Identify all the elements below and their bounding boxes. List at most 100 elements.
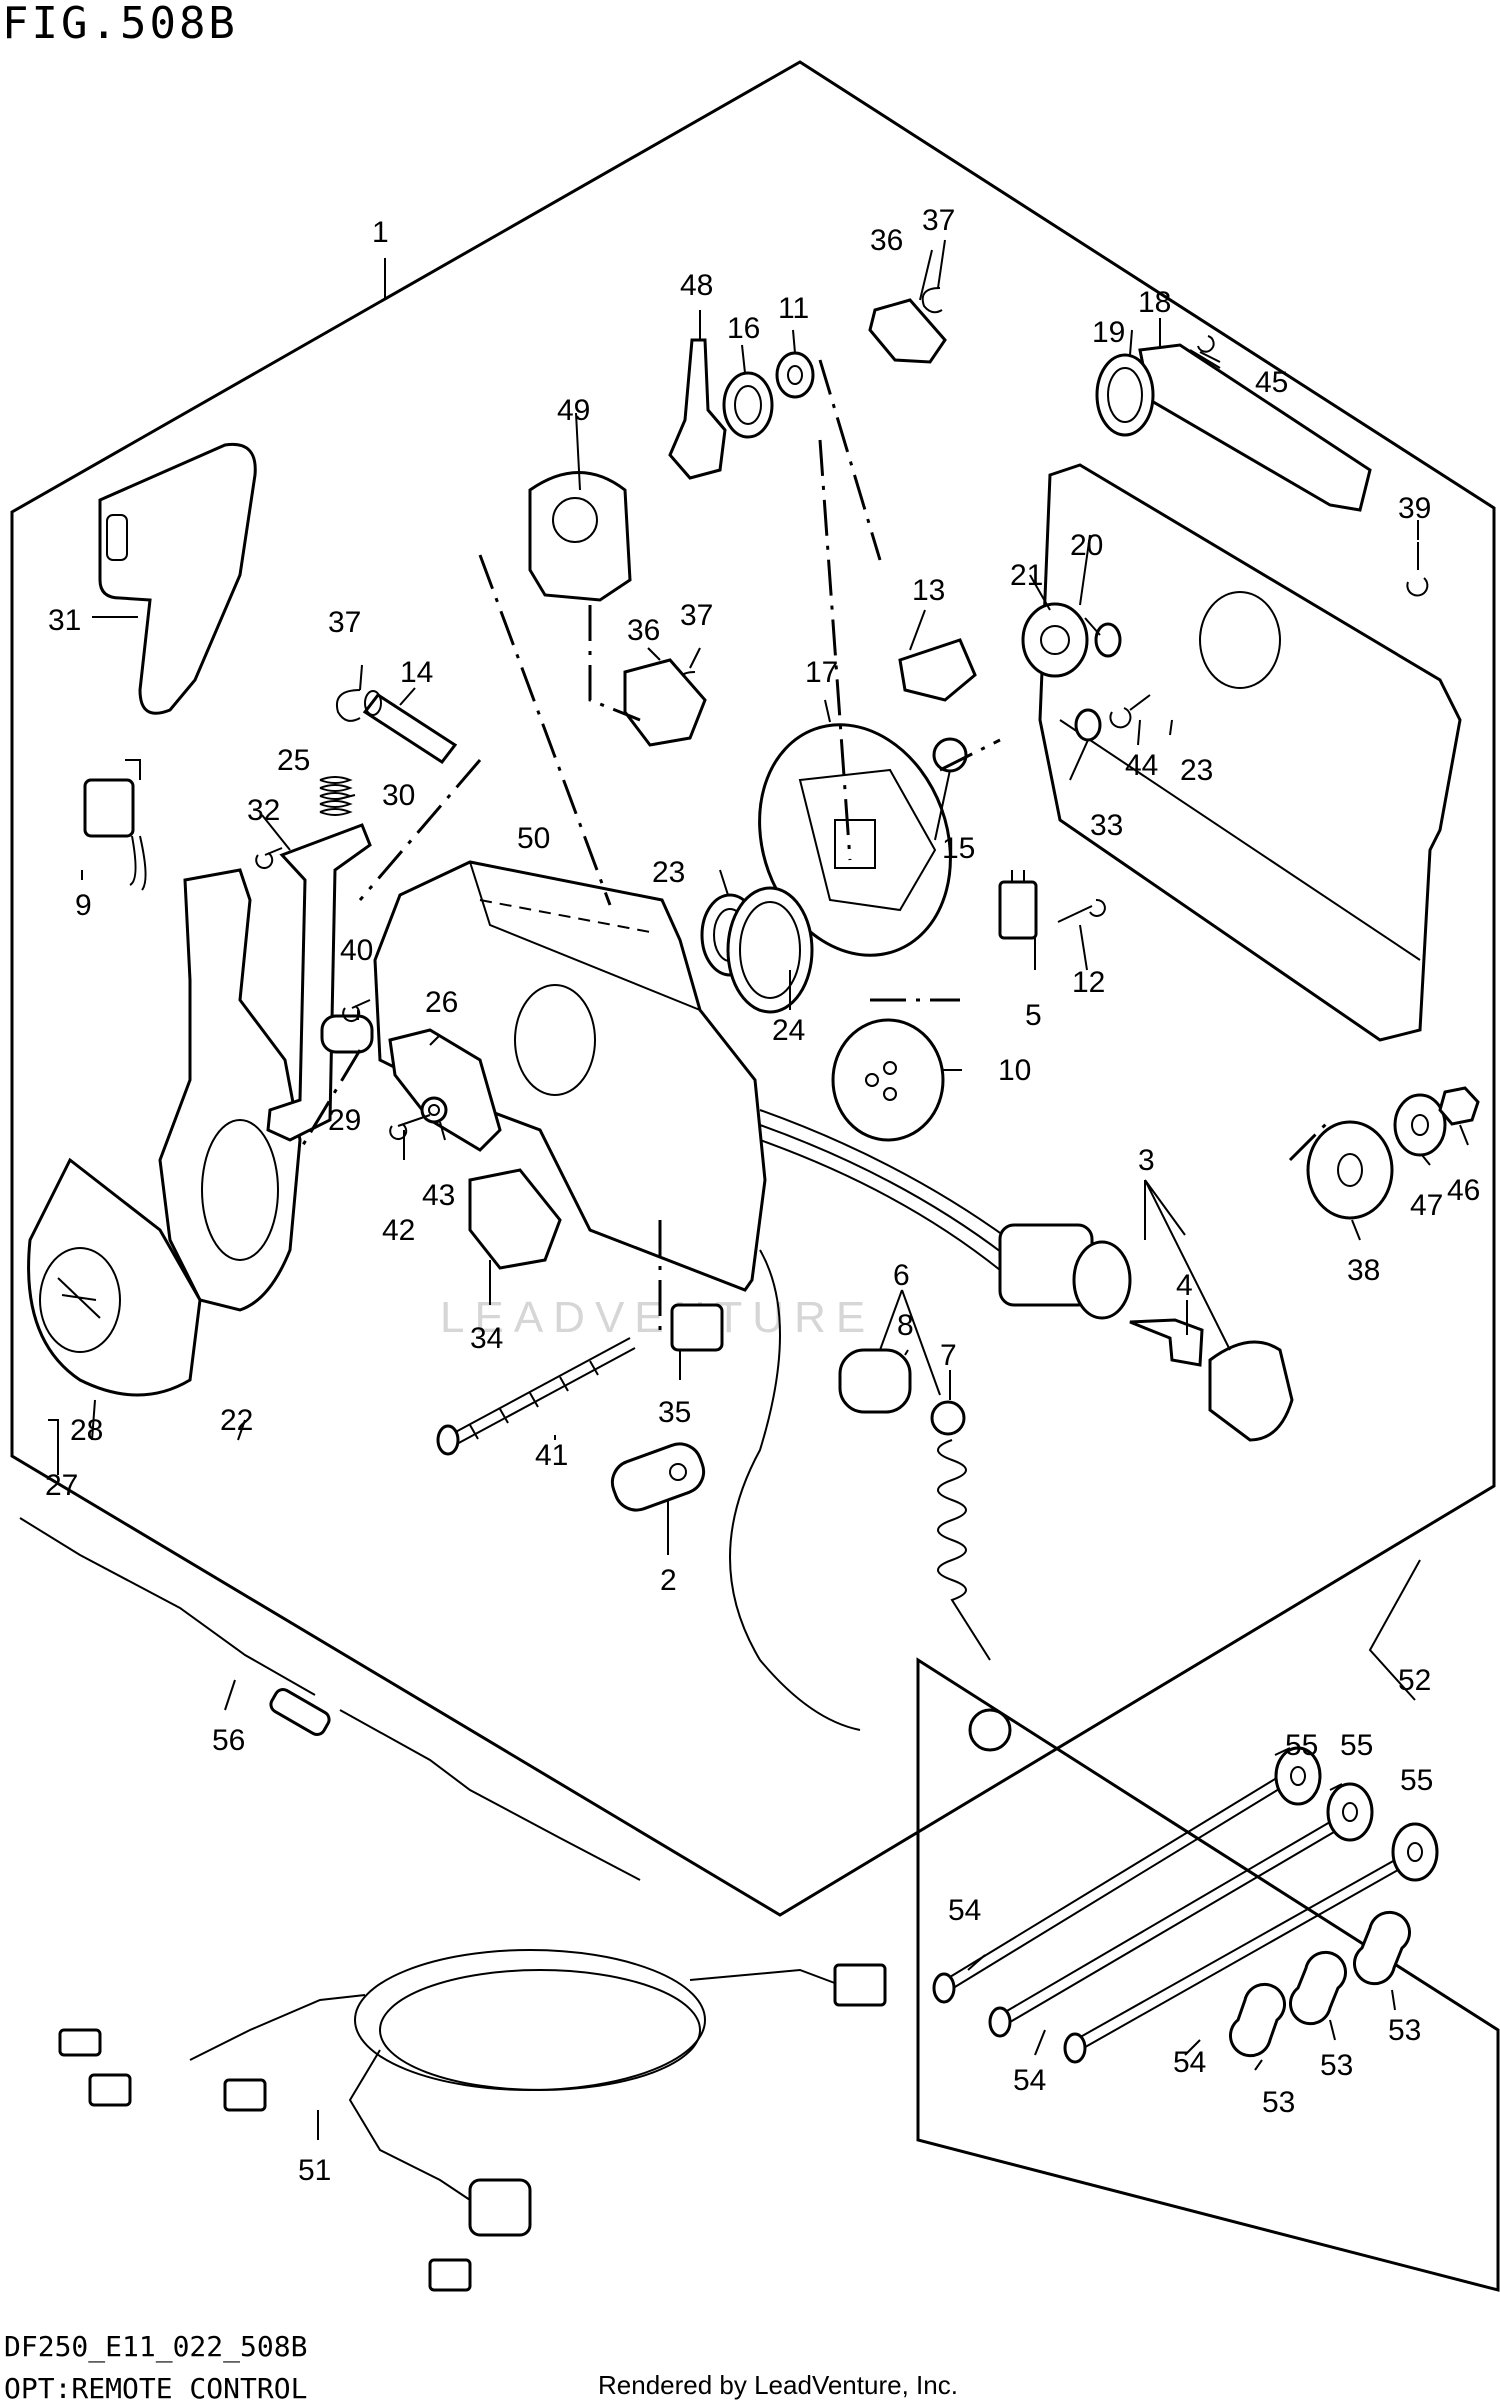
ring-part — [726, 886, 814, 1014]
key-part — [1129, 1318, 1204, 1367]
render-credit: Rendered by LeadVenture, Inc. — [598, 2370, 958, 2400]
clip-part — [336, 689, 361, 722]
callout-labels: 1 2 3 4 5 6 7 8 9 10 11 12 13 14 15 16 1… — [45, 204, 1480, 2187]
control-lever-part — [158, 868, 302, 1312]
plate-part — [610, 1442, 706, 1512]
callout-55: 55 — [1285, 1729, 1318, 1762]
callout-4: 4 — [1176, 1269, 1193, 1302]
washer-part — [775, 351, 815, 399]
callout-49: 49 — [557, 394, 590, 427]
wire-harness — [759, 1109, 1011, 1271]
callout-43: 43 — [422, 1179, 455, 1212]
callout-15: 15 — [942, 832, 975, 865]
nut-part — [1438, 1086, 1480, 1126]
screw-part — [255, 847, 283, 870]
bracket-part — [266, 823, 372, 1142]
callout-10: 10 — [998, 1054, 1031, 1087]
seal-part — [1095, 353, 1155, 437]
callout-1: 1 — [372, 216, 389, 249]
callout-55b: 55 — [1340, 1729, 1373, 1762]
pin-part — [362, 690, 458, 765]
lever-handle-part — [98, 442, 257, 715]
callout-53: 53 — [1262, 2086, 1295, 2119]
linkage-part — [868, 298, 947, 364]
callout-25: 25 — [277, 744, 310, 777]
callout-20: 20 — [1070, 529, 1103, 562]
callout-37b: 37 — [680, 599, 713, 632]
callout-26: 26 — [425, 986, 458, 1019]
o-ring-part — [1094, 622, 1122, 658]
gear-part — [1021, 602, 1089, 678]
side-housing-part — [1038, 463, 1462, 1042]
lanyard-coil-part — [937, 1439, 991, 1661]
linkage-part — [623, 658, 707, 747]
callout-44: 44 — [1125, 749, 1158, 782]
cam-plate-part — [528, 471, 632, 602]
drawing-code: DF250_E11_022_508B — [4, 2330, 308, 2363]
callout-41: 41 — [535, 1439, 568, 1472]
lock-lever-part — [668, 338, 727, 480]
watermark: LEADVENTURE — [440, 1293, 875, 1342]
washer-part — [1074, 708, 1102, 742]
bushing-part — [1306, 1120, 1394, 1220]
lock-washer-part — [420, 1096, 448, 1124]
callout-23: 23 — [1180, 754, 1213, 787]
callout-32: 32 — [247, 794, 280, 827]
callout-38: 38 — [1347, 1254, 1380, 1287]
spacer-part — [1352, 1910, 1412, 1986]
callout-53b: 53 — [1320, 2049, 1353, 2082]
neutral-switch-part — [998, 870, 1038, 940]
spring-part — [319, 776, 353, 816]
screw-part — [1057, 898, 1106, 923]
callout-28: 28 — [70, 1414, 103, 1447]
buzzer-part — [831, 1018, 945, 1142]
callout-50: 50 — [517, 822, 550, 855]
clamp-part — [468, 1168, 562, 1270]
callout-54b: 54 — [1013, 2064, 1046, 2097]
callout-37c: 37 — [922, 204, 955, 237]
callout-53c: 53 — [1388, 2014, 1421, 2047]
long-screw-part — [436, 1337, 636, 1456]
callout-37: 37 — [328, 606, 361, 639]
spacer-part — [1288, 1950, 1348, 2026]
leader-lines — [48, 239, 1469, 2140]
figure-name: OPT:REMOTE CONTROL — [4, 2372, 308, 2405]
callout-22: 22 — [220, 1404, 253, 1437]
callout-6: 6 — [893, 1259, 910, 1292]
plate-part — [320, 1014, 374, 1054]
callout-46: 46 — [1447, 1174, 1480, 1207]
callout-14: 14 — [400, 656, 433, 689]
switch-part — [83, 759, 147, 891]
screw-part — [1406, 542, 1429, 597]
callout-47: 47 — [1410, 1189, 1443, 1222]
callout-55c: 55 — [1400, 1764, 1433, 1797]
lanyard-clip-part — [968, 1708, 1012, 1752]
callout-9: 9 — [75, 889, 92, 922]
washer-part — [1393, 1093, 1447, 1157]
callout-52: 52 — [1398, 1664, 1431, 1697]
washer-part — [1274, 1746, 1322, 1806]
callout-36b: 36 — [870, 224, 903, 257]
clip-part — [921, 287, 943, 314]
callout-29: 29 — [328, 1104, 361, 1137]
callout-54: 54 — [948, 1894, 981, 1927]
callout-21: 21 — [1010, 559, 1043, 592]
callout-39: 39 — [1398, 492, 1431, 525]
lever-cover-part — [27, 1157, 202, 1397]
callout-24: 24 — [772, 1014, 805, 1047]
screw-part — [1109, 694, 1151, 729]
callout-27: 27 — [45, 1469, 78, 1502]
callout-2: 2 — [660, 1564, 677, 1597]
wire-harness — [729, 1249, 861, 1731]
screw-part — [1189, 335, 1221, 369]
callout-18: 18 — [1138, 286, 1171, 319]
control-cable-part — [19, 1517, 641, 1881]
callout-51: 51 — [298, 2154, 331, 2187]
main-harness-part — [58, 1949, 887, 2292]
assembly-outline — [10, 60, 1496, 1917]
callout-3: 3 — [1138, 1144, 1155, 1177]
callout-17: 17 — [805, 656, 838, 689]
stop-switch-part — [838, 1348, 912, 1414]
lanyard-clip-part — [930, 1400, 966, 1436]
